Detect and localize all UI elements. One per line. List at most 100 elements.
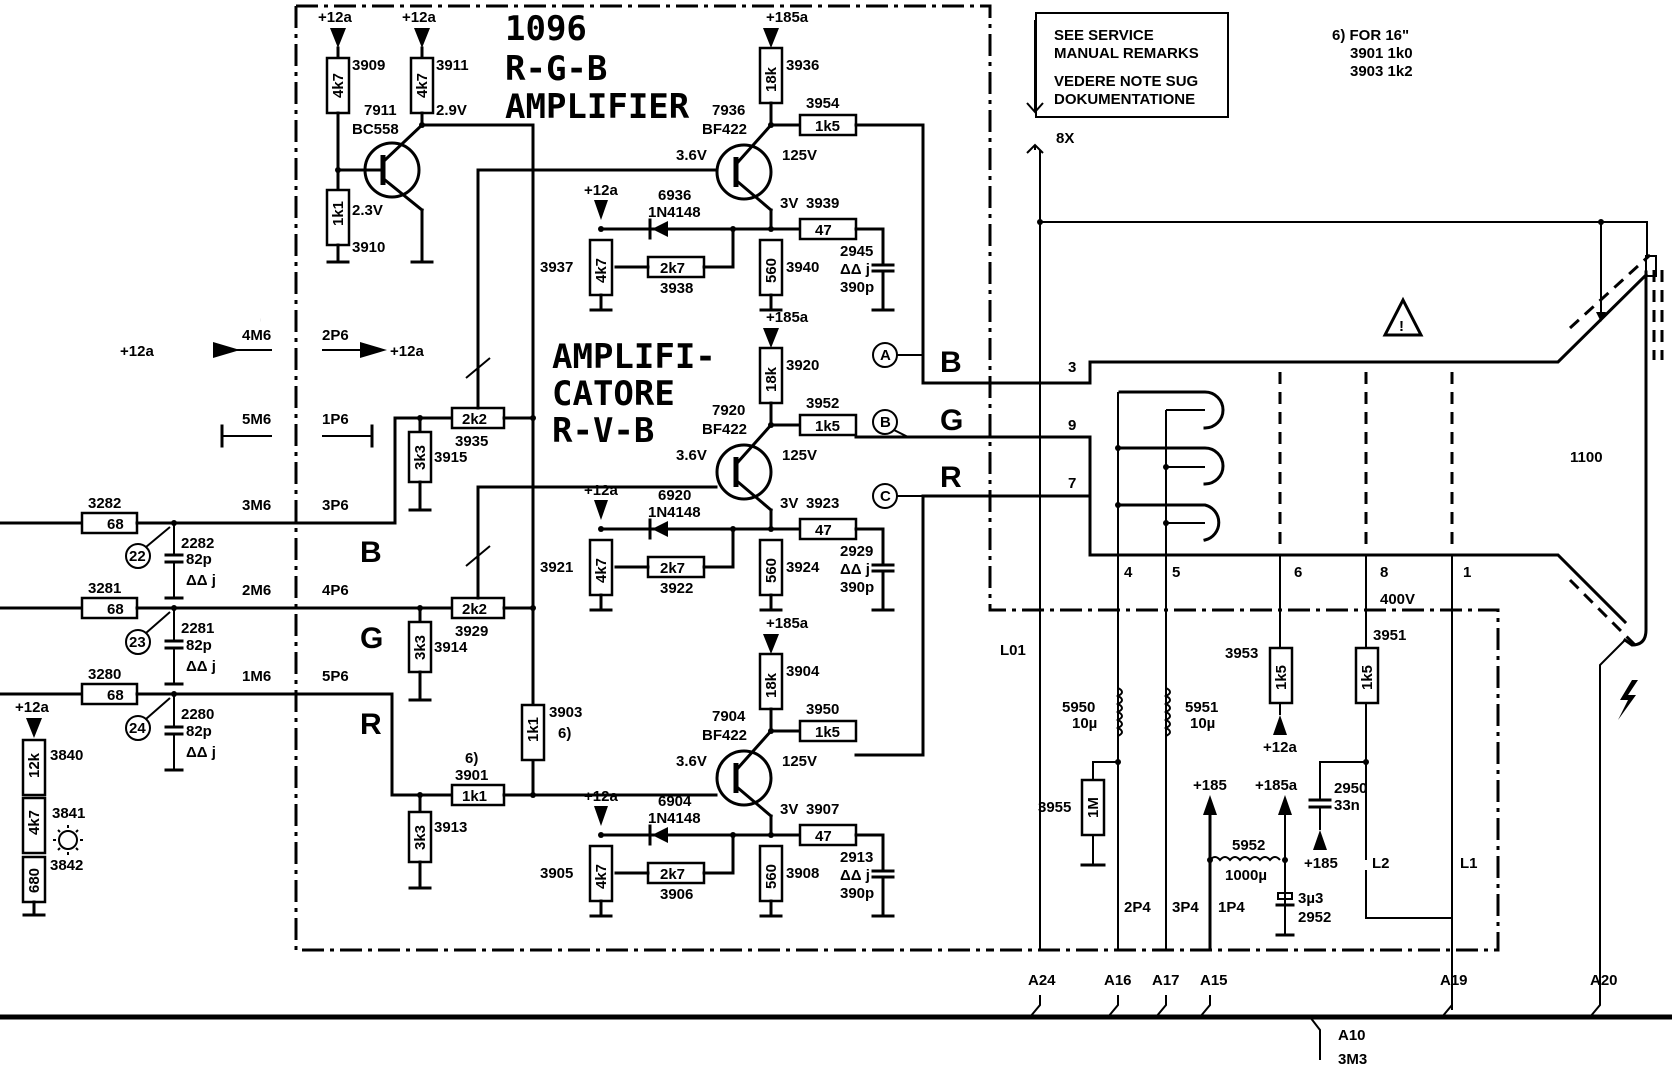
svg-text:23: 23 xyxy=(129,634,146,651)
resistor-ref: 3950 xyxy=(806,701,839,718)
board-title: 1096 R-G-B AMPLIFIER AMPLIFI- CATORE R-V… xyxy=(505,9,716,451)
svg-text:9: 9 xyxy=(1068,417,1076,434)
svg-text:3929: 3929 xyxy=(455,623,488,640)
test-point-22 xyxy=(125,543,151,569)
supply-arrow-icon xyxy=(1278,795,1292,815)
svg-text:6): 6) xyxy=(558,725,571,742)
inductor-5952 xyxy=(1209,856,1281,862)
warning-icon: ! xyxy=(1382,296,1424,337)
capacitor-tol: ΔΔ j xyxy=(840,261,870,278)
footnote-head: 6) FOR 16" xyxy=(1332,27,1409,44)
svg-text:+12a: +12a xyxy=(1263,739,1297,756)
svg-text:68: 68 xyxy=(107,516,124,533)
svg-text:47: 47 xyxy=(815,522,832,539)
capacitor-tol: ΔΔ j xyxy=(840,867,870,884)
svg-text:3842: 3842 xyxy=(50,857,83,874)
resistor-ref: 3905 xyxy=(540,865,573,882)
svg-text:3: 3 xyxy=(1068,359,1076,376)
voltage-collector: 125V xyxy=(782,147,817,164)
svg-text:7911: 7911 xyxy=(364,102,397,119)
voltage-emitter: 3V xyxy=(780,495,798,512)
svg-text:4k7: 4k7 xyxy=(330,73,347,98)
supply-label: +12a xyxy=(402,9,436,26)
resistor-ref: 3936 xyxy=(786,57,819,74)
resistor-ref: 3923 xyxy=(806,495,839,512)
crt-1100: 1100 3 9 7 4 5 6 8 1 400V ! xyxy=(1037,150,1664,1010)
resistor-ref: 3904 xyxy=(786,663,820,680)
supply-arrow-icon xyxy=(594,500,608,520)
board-1096-border-left xyxy=(294,6,990,952)
diode-type: 1N4148 xyxy=(648,204,701,221)
svg-text:400V: 400V xyxy=(1380,591,1415,608)
svg-text:3951: 3951 xyxy=(1373,627,1406,644)
svg-text:A15: A15 xyxy=(1200,972,1228,989)
connector-8x-label: 8X xyxy=(1056,130,1074,147)
diode-ref: 6904 xyxy=(658,793,692,810)
svg-text:1M6: 1M6 xyxy=(242,668,271,685)
svg-text:ΔΔ j: ΔΔ j xyxy=(186,572,216,589)
drive-network: 2k2 3935 3k3 3915 2k2 3929 3k3 3914 1k1 … xyxy=(407,168,718,890)
svg-text:1k5: 1k5 xyxy=(815,118,840,135)
svg-text:3913: 3913 xyxy=(434,819,467,836)
supply-label: +12a xyxy=(584,182,618,199)
svg-text:1k1: 1k1 xyxy=(462,788,487,805)
diode-type: 1N4148 xyxy=(648,810,701,827)
svg-text:ΔΔ j: ΔΔ j xyxy=(186,744,216,761)
svg-text:R: R xyxy=(940,461,962,494)
output-channel-markers: A B C B G R xyxy=(872,342,963,509)
voltage-emitter: 3V xyxy=(780,195,798,212)
svg-text:1000µ: 1000µ xyxy=(1225,867,1267,884)
svg-text:47: 47 xyxy=(815,222,832,239)
resistor-ref: 3920 xyxy=(786,357,819,374)
connector-block-m6-p6[interactable]: +12a 4M6 2P6 +12a 5M6 1P6 3M6 3P6 2M6 4P… xyxy=(120,327,424,685)
svg-text:2P6: 2P6 xyxy=(322,327,349,344)
resistor-3952 xyxy=(798,413,858,437)
service-note-line-3: VEDERE NOTE SUG xyxy=(1054,73,1198,90)
resistor-ref: 3907 xyxy=(806,801,839,818)
svg-text:4k7: 4k7 xyxy=(593,864,610,889)
reference-stage: +12a +12a 4k7 3909 4k7 3911 7911 BC558 2… xyxy=(318,9,535,797)
title-line-2: AMPLIFIER xyxy=(505,87,690,127)
title-it-line-1: AMPLIFI- xyxy=(552,337,716,377)
diode-6920 xyxy=(652,521,668,537)
svg-text:2.9V: 2.9V xyxy=(436,102,467,119)
svg-text:3915: 3915 xyxy=(434,449,467,466)
voltage-base: 3.6V xyxy=(676,753,707,770)
svg-text:3k3: 3k3 xyxy=(412,825,429,850)
capacitor-val: 390p xyxy=(840,885,874,902)
supply-arrow-icon xyxy=(1273,715,1287,735)
diode-6936 xyxy=(652,221,668,237)
svg-text:A16: A16 xyxy=(1104,972,1132,989)
svg-text:5M6: 5M6 xyxy=(242,411,271,428)
svg-text:3840: 3840 xyxy=(50,747,83,764)
svg-text:C: C xyxy=(880,488,891,505)
transistor-type: BF422 xyxy=(702,121,747,138)
svg-text:2k7: 2k7 xyxy=(660,560,685,577)
voltage-collector: 125V xyxy=(782,447,817,464)
svg-text:680: 680 xyxy=(26,868,43,893)
service-note: SEE SERVICE MANUAL REMARKS VEDERE NOTE S… xyxy=(1026,12,1229,154)
resistor-ref: 3939 xyxy=(806,195,839,212)
svg-text:1k1: 1k1 xyxy=(525,717,542,742)
supply-arrow-icon xyxy=(594,806,608,826)
svg-text:12k: 12k xyxy=(26,752,43,778)
svg-text:560: 560 xyxy=(763,258,780,283)
inductor-5950 xyxy=(1115,687,1123,737)
svg-text:1P6: 1P6 xyxy=(322,411,349,428)
service-note-line-4: DOKUMENTATIONE xyxy=(1054,91,1195,108)
footnote-16-inch: 6) FOR 16" 3901 1k0 3903 1k2 xyxy=(1332,27,1413,80)
svg-text:560: 560 xyxy=(763,558,780,583)
svg-text:+12a: +12a xyxy=(390,343,424,360)
svg-text:18k: 18k xyxy=(763,66,780,92)
service-note-line-1: SEE SERVICE xyxy=(1054,27,1154,44)
supply-arrow-icon xyxy=(763,28,779,48)
voltage-base: 3.6V xyxy=(676,147,707,164)
svg-text:L2: L2 xyxy=(1372,855,1390,872)
resistor-3950 xyxy=(798,719,858,743)
marker-b xyxy=(872,409,898,435)
voltage-collector: 125V xyxy=(782,753,817,770)
svg-text:3P6: 3P6 xyxy=(322,497,349,514)
supply-label: +12a xyxy=(584,788,618,805)
svg-text:3281: 3281 xyxy=(88,580,121,597)
svg-text:3953: 3953 xyxy=(1225,645,1258,662)
